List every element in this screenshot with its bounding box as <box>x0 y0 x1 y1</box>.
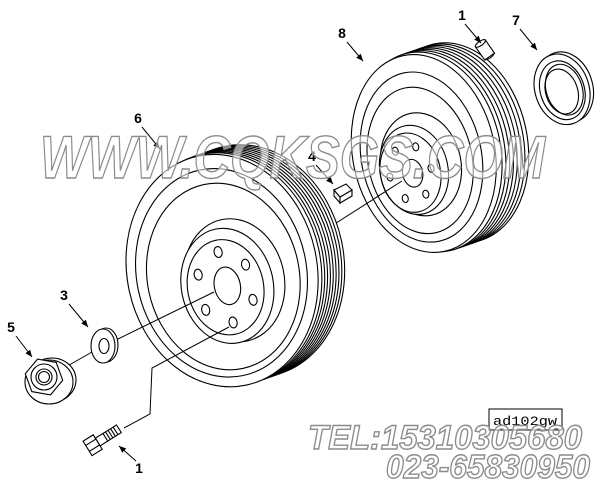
pulley-bolt-hole <box>248 293 258 306</box>
crankshaft-damper <box>350 42 530 253</box>
pulley-hub-face <box>186 239 265 336</box>
leader-line <box>519 28 538 51</box>
pulley-bolt-hole <box>228 316 238 329</box>
watermark-tel: TEL:15310305680 <box>308 419 582 457</box>
flange-nut <box>24 357 77 405</box>
pulley-bolt-hole <box>193 268 203 281</box>
capscrew-thread <box>105 431 111 440</box>
damper-bolt-hole <box>412 142 420 152</box>
pulley-rim-lip <box>134 168 309 378</box>
assembly-centerline-front <box>115 291 215 341</box>
crankshaft-pulley <box>125 144 346 388</box>
capscrew-thread <box>112 426 119 435</box>
damper-bolt-hole <box>391 146 399 156</box>
capscrew-thread <box>110 428 116 437</box>
washer <box>90 327 119 364</box>
damper-inner-step <box>366 86 474 235</box>
damper-hub-face <box>379 132 442 213</box>
nut-thread <box>37 370 51 384</box>
seal <box>533 51 595 126</box>
washer-hole <box>98 337 110 355</box>
key-top-face <box>333 183 353 198</box>
leader-line <box>118 445 137 462</box>
figure-code: ad102gw <box>493 414 557 429</box>
nut-chamfer <box>30 363 58 391</box>
damper-bolt-hole <box>427 163 435 173</box>
damper-center-bore <box>401 158 424 188</box>
pulley-web <box>145 182 301 371</box>
capscrew-head-flat <box>89 444 100 452</box>
callout-number: 8 <box>338 25 346 41</box>
key <box>333 183 353 205</box>
damper-bolt-hole <box>401 194 409 204</box>
figure-code-box: ad102gw <box>488 408 563 431</box>
pulley-bolt-hole <box>213 246 223 259</box>
seal-lip <box>544 68 580 115</box>
seal-bore <box>544 63 584 116</box>
dowel-pin-bottom <box>484 52 495 61</box>
watermark-phone: 023-65830950 <box>386 448 591 482</box>
callout-number: 5 <box>7 319 15 335</box>
callout-number: 6 <box>134 110 142 126</box>
damper-bolt-hole <box>386 172 394 182</box>
leader-line <box>464 23 482 44</box>
capscrew-head-flat <box>85 438 97 446</box>
dowel-pin <box>474 39 496 61</box>
leader-line <box>68 303 89 328</box>
leader-line <box>141 126 161 150</box>
callout-number: 1 <box>458 7 466 23</box>
watermark-site: WWW.CQKSGS.COM <box>40 124 547 191</box>
capscrew-thread <box>102 433 109 442</box>
damper-face-recess <box>359 71 484 243</box>
leader-line <box>15 335 33 358</box>
damper-bolt-hole <box>422 189 430 199</box>
callout-number: 3 <box>60 287 68 303</box>
capscrew-thread <box>107 429 114 439</box>
pulley-bolt-hole <box>201 303 211 316</box>
pulley-center-bore <box>213 266 242 306</box>
callout-number: 4 <box>308 148 316 164</box>
capscrew <box>82 424 123 457</box>
leader-line <box>315 164 334 185</box>
callout-number: 1 <box>135 460 143 476</box>
leader-line <box>346 41 364 62</box>
seal-rim <box>538 60 586 121</box>
callout-number: 7 <box>512 12 520 28</box>
pulley-bolt-hole <box>240 258 251 271</box>
capscrew-assembly-line <box>123 326 230 429</box>
capscrew-head <box>82 434 103 457</box>
figure-code-frame <box>488 408 563 431</box>
